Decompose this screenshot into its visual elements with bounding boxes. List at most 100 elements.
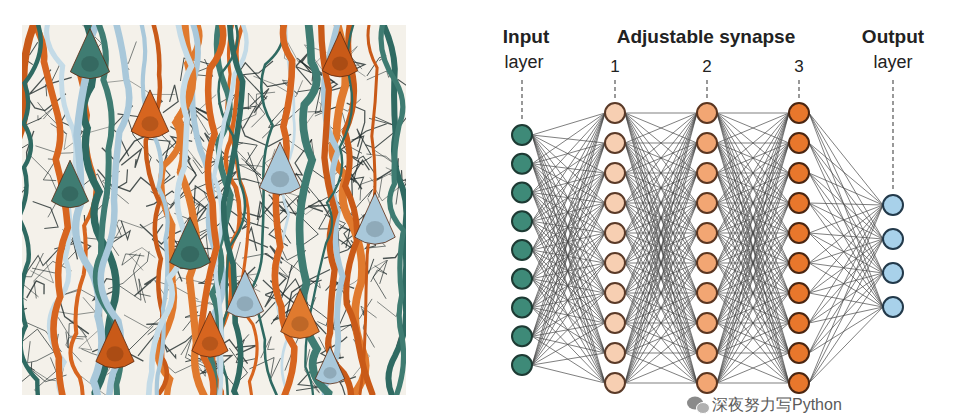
neuron-unit xyxy=(512,240,532,260)
dendrite xyxy=(247,228,268,251)
synapse-line xyxy=(532,113,605,336)
synapse-line xyxy=(717,113,789,323)
synapse-line xyxy=(625,113,697,203)
synapse-line xyxy=(717,113,789,353)
synapse-line xyxy=(625,143,697,383)
neuron-unit xyxy=(512,355,532,375)
neuron-unit xyxy=(605,283,625,303)
dashed-pointer xyxy=(521,80,522,122)
synapse-line xyxy=(625,113,697,353)
synapse-line xyxy=(809,307,883,353)
synapse-line xyxy=(809,173,883,205)
synapse-line xyxy=(809,239,883,353)
synapse-line xyxy=(717,293,789,383)
synapse-line xyxy=(625,113,697,143)
dendrite xyxy=(242,222,269,229)
synapse-line xyxy=(809,307,883,383)
synapse-line xyxy=(532,365,605,383)
dendrite xyxy=(134,276,157,296)
synapse-line xyxy=(625,263,697,383)
axon xyxy=(31,25,68,395)
synapse-line xyxy=(532,113,605,135)
axon xyxy=(300,25,329,395)
neuron-unit xyxy=(605,103,625,123)
neuron-unit xyxy=(789,253,809,273)
watermark: 深夜努力写Python xyxy=(712,396,842,414)
synapse-line xyxy=(625,383,697,384)
dendrite xyxy=(360,177,382,201)
synapse-line xyxy=(625,113,697,383)
synapse-line xyxy=(717,353,789,383)
synapse-line xyxy=(625,113,697,323)
neuron-unit xyxy=(697,253,717,273)
neuron-unit xyxy=(789,163,809,183)
dendrite xyxy=(163,85,178,113)
synapse-line xyxy=(625,173,697,383)
nucleus xyxy=(202,336,218,350)
synapse-line xyxy=(717,233,789,383)
neuron-unit xyxy=(605,343,625,363)
neuron-unit xyxy=(605,373,625,393)
synapse-line xyxy=(625,113,697,293)
dashed-pointer xyxy=(798,80,799,101)
nucleus xyxy=(332,56,348,70)
axon xyxy=(381,25,406,395)
neuron-body xyxy=(259,142,300,194)
neuron-unit xyxy=(605,193,625,213)
neuron-unit xyxy=(883,229,903,249)
synapse-line xyxy=(717,113,789,143)
layer-heading: Input xyxy=(503,27,549,48)
synapse-line xyxy=(532,113,605,365)
synapse-line xyxy=(532,233,605,250)
synapse-line xyxy=(809,205,883,383)
neuron-unit xyxy=(512,269,532,289)
synapse-line xyxy=(717,113,789,203)
synapse-line xyxy=(809,205,883,263)
layer-number: 1 xyxy=(610,58,619,77)
nucleus xyxy=(323,367,336,379)
axon xyxy=(271,25,295,395)
synapse-line xyxy=(625,113,697,173)
synapse-line xyxy=(625,203,697,383)
neuron-unit xyxy=(512,154,532,174)
synapse-line xyxy=(809,113,883,307)
neuron-unit xyxy=(605,163,625,183)
neuron-body xyxy=(131,90,169,138)
neuron-unit xyxy=(512,211,532,231)
neuron-unit xyxy=(697,223,717,243)
axon xyxy=(22,25,47,395)
synapse-line xyxy=(717,113,789,173)
dendrite xyxy=(121,149,141,168)
neuron-unit xyxy=(789,103,809,123)
layer-number: 3 xyxy=(794,58,803,77)
synapse-line xyxy=(625,113,697,233)
synapse-line xyxy=(809,173,883,239)
synapse-line xyxy=(532,143,605,365)
synapse-line xyxy=(809,239,883,263)
layer-heading: Adjustable synapse xyxy=(617,27,795,48)
synapse-line xyxy=(809,143,883,205)
synapse-line xyxy=(532,263,605,365)
synapse-line xyxy=(717,113,789,173)
synapse-line xyxy=(532,353,605,365)
synapse-line xyxy=(717,143,789,383)
nucleus xyxy=(81,56,99,72)
wechat-icon xyxy=(687,397,710,414)
synapse-line xyxy=(625,203,697,383)
neuron-body xyxy=(51,160,88,207)
neuron-unit xyxy=(512,183,532,203)
axon xyxy=(381,25,404,395)
synapse-line xyxy=(809,203,883,273)
synapse-line xyxy=(625,113,697,143)
synapse-line xyxy=(532,293,605,308)
synapse-line xyxy=(625,113,697,353)
synapse-line xyxy=(717,113,789,323)
synapse-line xyxy=(717,263,789,383)
neuron-unit xyxy=(605,133,625,153)
neuron-unit xyxy=(605,223,625,243)
synapse-line xyxy=(717,113,789,263)
synapse-line xyxy=(717,143,789,383)
neuron-body xyxy=(322,32,358,77)
neuron-unit xyxy=(697,373,717,393)
